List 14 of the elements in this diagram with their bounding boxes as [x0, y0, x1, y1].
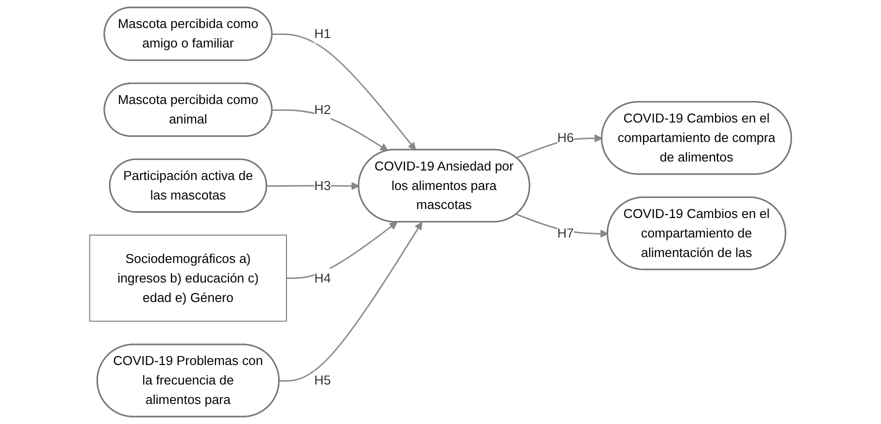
edge-label: H3 — [314, 178, 331, 193]
edge-label: H6 — [557, 130, 574, 145]
edge-label: H4 — [314, 270, 331, 286]
arrow — [279, 222, 422, 382]
node-box: Sociodemográficos a) ingresos b) educación c) edad e) Género — [89, 234, 287, 322]
edge-label: H7 — [557, 225, 574, 240]
edge-label: H5 — [314, 372, 331, 388]
arrow — [272, 109, 388, 152]
arrow — [516, 214, 608, 238]
arrow — [272, 33, 416, 150]
edge-label: H2 — [314, 102, 331, 117]
edge-label: H1 — [314, 26, 331, 41]
arrow — [516, 134, 602, 159]
arrow — [286, 222, 398, 279]
